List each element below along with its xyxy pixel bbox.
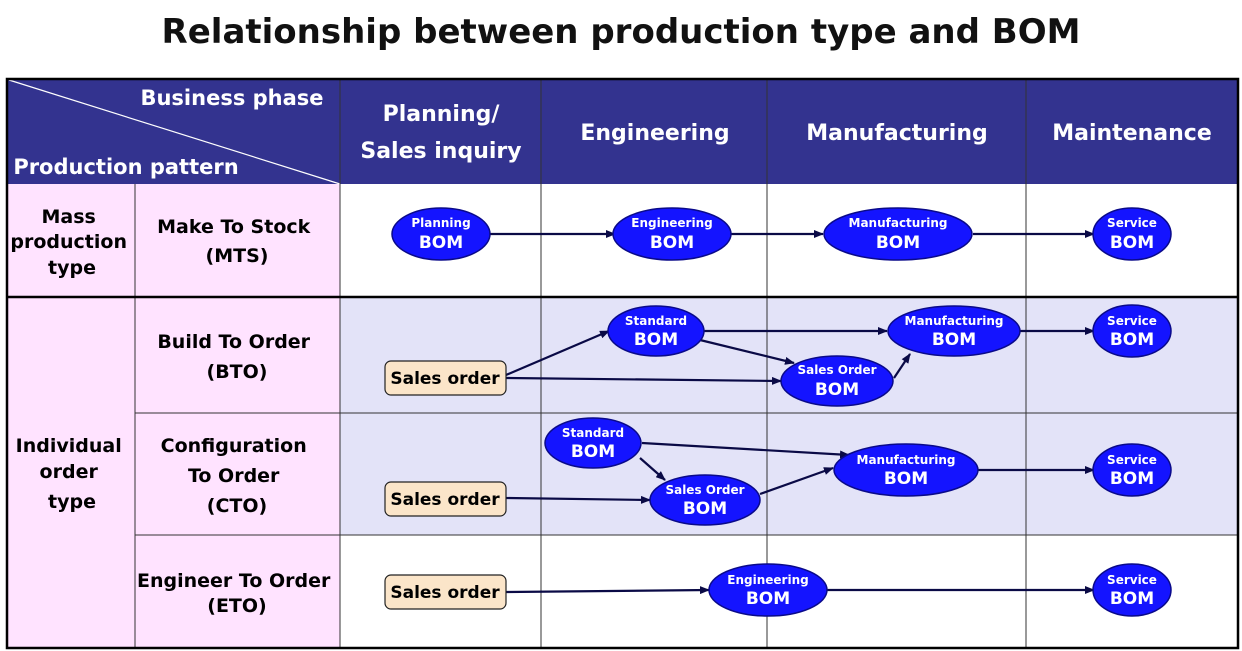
phase-manufacturing: Manufacturing xyxy=(806,121,988,146)
flow-arrows xyxy=(490,230,1095,595)
node-top-label: Service xyxy=(1107,216,1157,230)
pattern-bto-line2: (BTO) xyxy=(207,361,268,383)
arrow-eto-sales-engineering xyxy=(505,586,710,595)
node-top-label: Manufacturing xyxy=(857,453,956,467)
node-bom-label: BOM xyxy=(815,380,859,400)
pattern-mts-line1: Make To Stock xyxy=(157,216,311,238)
bom-nodes: Planning BOM Engineering BOM Manufacturi… xyxy=(391,207,1172,617)
sales-order-label: Sales order xyxy=(390,583,500,603)
node-bom-label: BOM xyxy=(1110,469,1154,489)
sales-order-label: Sales order xyxy=(390,369,500,389)
node-bto-standard-bom: Standard BOM xyxy=(607,305,705,357)
node-eto-sales-order: Sales order xyxy=(384,574,507,610)
node-top-label: Sales Order xyxy=(797,363,876,377)
node-top-label: Engineering xyxy=(631,216,712,230)
arrow-cto-standard-salesorder xyxy=(639,457,666,481)
group-individual-order: Individual order type xyxy=(16,435,129,513)
arrow-cto-sales-salesorder xyxy=(505,495,651,504)
pattern-eto-line2: (ETO) xyxy=(207,595,266,617)
node-bom-label: BOM xyxy=(634,330,678,350)
node-top-label: Engineering xyxy=(727,573,808,587)
pattern-eto: Engineer To Order (ETO) xyxy=(137,570,337,617)
node-top-label: Planning xyxy=(411,216,470,230)
node-top-label: Service xyxy=(1107,314,1157,328)
arrow-bto-sales-salesorder xyxy=(505,376,782,385)
node-top-label: Manufacturing xyxy=(849,216,948,230)
node-bom-label: BOM xyxy=(876,233,920,253)
node-top-label: Manufacturing xyxy=(905,314,1004,328)
phase-planning-line1: Planning/ xyxy=(383,102,501,127)
pattern-eto-line1: Engineer To Order xyxy=(137,570,331,592)
left-label-area xyxy=(7,184,340,648)
group-mass-production: Mass production type xyxy=(10,206,133,279)
node-cto-service-bom: Service BOM xyxy=(1092,443,1172,497)
node-bom-label: BOM xyxy=(1110,330,1154,350)
arrow-cto-salesorder-manufacturing xyxy=(759,466,834,496)
arrow-bto-sales-standard xyxy=(505,329,610,377)
group-individual-line2: order xyxy=(40,461,99,483)
node-bom-label: BOM xyxy=(932,330,976,350)
node-bom-label: BOM xyxy=(571,442,615,462)
node-cto-salesorder-bom: Sales Order BOM xyxy=(649,474,761,526)
node-bom-label: BOM xyxy=(419,233,463,253)
node-mts-manufacturing-bom: Manufacturing BOM xyxy=(823,207,973,261)
node-bom-label: BOM xyxy=(1110,233,1154,253)
arrow-bto-salesorder-manufacturing xyxy=(893,353,911,379)
node-cto-manufacturing-bom: Manufacturing BOM xyxy=(833,443,979,497)
pattern-bto-line1: Build To Order xyxy=(157,331,310,353)
pattern-mts: Make To Stock (MTS) xyxy=(157,216,317,267)
arrow-bto-standard-salesorder xyxy=(699,338,795,365)
node-mts-engineering-bom: Engineering BOM xyxy=(612,207,732,261)
node-top-label: Service xyxy=(1107,573,1157,587)
group-mass-line1: Mass xyxy=(42,206,96,228)
sales-order-nodes: Sales order Sales order Sales order xyxy=(384,360,507,610)
arrow-cto-standard-manufacturing xyxy=(641,441,850,459)
node-bom-label: BOM xyxy=(1110,589,1154,609)
node-bto-sales-order: Sales order xyxy=(384,360,507,396)
sales-order-label: Sales order xyxy=(390,490,500,510)
group-mass-line2: production xyxy=(10,231,127,253)
group-mass-line3: type xyxy=(48,257,96,279)
phase-engineering: Engineering xyxy=(580,121,729,146)
node-cto-sales-order: Sales order xyxy=(384,481,507,517)
production-pattern-label: Production pattern xyxy=(13,155,238,179)
pattern-bto: Build To Order (BTO) xyxy=(157,331,316,383)
phase-maintenance: Maintenance xyxy=(1052,121,1212,146)
node-eto-engineering-bom: Engineering BOM xyxy=(708,563,828,617)
group-individual-line3: type xyxy=(48,491,96,513)
header-diagonal xyxy=(8,79,341,185)
pattern-cto: Configuration To Order (CTO) xyxy=(161,435,314,517)
node-eto-service-bom: Service BOM xyxy=(1092,563,1172,617)
node-top-label: Sales Order xyxy=(665,483,744,497)
node-bto-service-bom: Service BOM xyxy=(1092,304,1172,358)
table-border xyxy=(5,77,1240,650)
node-bom-label: BOM xyxy=(683,499,727,519)
node-bom-label: BOM xyxy=(650,233,694,253)
node-mts-service-bom: Service BOM xyxy=(1092,207,1172,261)
node-mts-planning-bom: Planning BOM xyxy=(391,207,491,261)
pattern-mts-line2: (MTS) xyxy=(206,245,269,267)
pattern-cto-line3: (CTO) xyxy=(207,495,267,517)
node-cto-standard-bom: Standard BOM xyxy=(544,417,642,469)
node-bom-label: BOM xyxy=(746,589,790,609)
grid-lines xyxy=(134,79,1238,648)
pattern-cto-line1: Configuration xyxy=(161,435,307,457)
node-top-label: Standard xyxy=(562,426,624,440)
header-row xyxy=(7,79,1238,184)
diagram-title: Relationship between production type and… xyxy=(161,12,1081,52)
node-top-label: Standard xyxy=(625,314,687,328)
business-phase-label: Business phase xyxy=(140,86,323,110)
node-bom-label: BOM xyxy=(884,469,928,489)
group-individual-line1: Individual xyxy=(16,435,122,457)
node-bto-salesorder-bom: Sales Order BOM xyxy=(780,355,894,407)
node-bto-manufacturing-bom: Manufacturing BOM xyxy=(887,305,1021,357)
phase-planning-line2: Sales inquiry xyxy=(360,139,521,164)
pattern-cto-line2: To Order xyxy=(188,465,280,487)
node-top-label: Service xyxy=(1107,453,1157,467)
